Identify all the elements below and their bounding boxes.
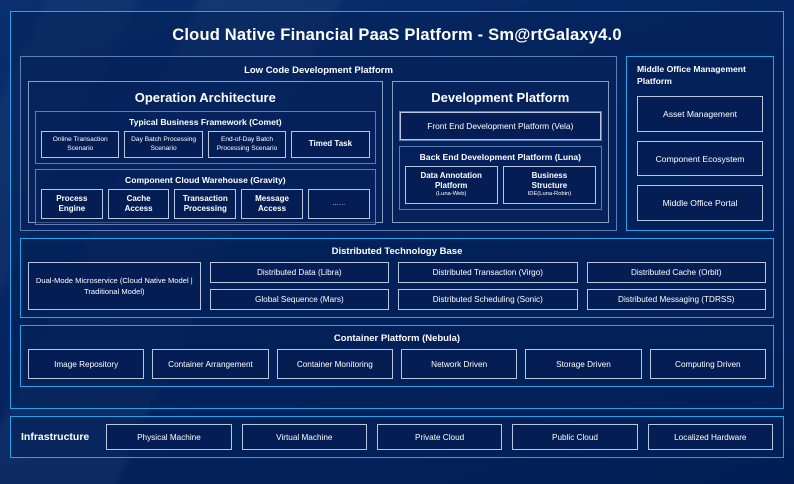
infrastructure-item-private-cloud[interactable]: Private Cloud [376,424,503,450]
infrastructure-item-localized-hardware[interactable]: Localized Hardware [647,424,773,450]
chip-business-structure-ide[interactable]: Business Structure IDE(Luna-Robin) [502,166,596,204]
container-item-storage-driven[interactable]: Storage Driven [525,349,642,379]
chip-transaction-processing[interactable]: Transaction Processing [174,189,237,220]
dtb-distributed-cache[interactable]: Distributed Cache (Orbit) [586,262,767,283]
component-cloud-warehouse-row: Process Engine Cache Access Transaction … [41,189,370,220]
dtb-distributed-data[interactable]: Distributed Data (Libra) [209,262,390,283]
chip-line2: Engine [58,204,86,214]
chip-line2: Structure [531,181,568,191]
chip-cache-access[interactable]: Cache Access [107,189,170,220]
chip-data-annotation-platform[interactable]: Data Annotation Platform (Luna-Web) [404,166,498,204]
chip-timed-task[interactable]: Timed Task [291,131,370,158]
front-end-development-platform-group: Front End Development Platform (Vela) [398,111,602,141]
middle-office-title: Middle Office Management Platform [637,64,746,86]
infrastructure-item-physical-machine[interactable]: Physical Machine [106,424,232,450]
infrastructure-label: Infrastructure [21,431,90,443]
chip-process-engine[interactable]: Process Engine [41,189,103,220]
back-end-development-platform-title: Back End Development Platform (Luna) [419,152,581,162]
container-item-image-repository[interactable]: Image Repository [28,349,145,379]
development-platform-title: Development Platform [431,90,570,105]
upper-region: Low Code Development Platform Operation … [20,56,774,231]
chip-line2: Processing [183,204,227,214]
chip-online-transaction-scenario[interactable]: Online Transaction Scenario [41,131,120,158]
infrastructure-item-public-cloud[interactable]: Public Cloud [512,424,638,450]
container-platform-title: Container Platform (Nebula) [333,333,461,344]
dtb-distributed-messaging[interactable]: Distributed Messaging (TDRSS) [586,289,767,310]
operation-architecture-card: Operation Architecture Typical Business … [28,81,383,226]
container-item-computing-driven[interactable]: Computing Driven [649,349,766,379]
container-platform-row: Image Repository Container Arrangement C… [28,349,766,379]
distributed-technology-base-panel: Distributed Technology Base Dual-Mode Mi… [20,238,774,318]
low-code-columns: Operation Architecture Typical Business … [28,81,609,226]
component-cloud-warehouse-title: Component Cloud Warehouse (Gravity) [125,175,286,185]
typical-business-framework-group: Typical Business Framework (Comet) Onlin… [35,111,376,164]
platform-frame: Cloud Native Financial PaaS Platform - S… [10,11,784,409]
infrastructure-item-virtual-machine[interactable]: Virtual Machine [241,424,367,450]
container-item-container-monitoring[interactable]: Container Monitoring [276,349,393,379]
development-platform-card: Development Platform Front End Developme… [391,81,609,223]
middle-office-item-middle-office-portal[interactable]: Middle Office Portal [637,185,763,222]
middle-office-management-platform-panel: Middle Office Management Platform Asset … [626,56,774,231]
container-item-network-driven[interactable]: Network Driven [400,349,518,379]
chip-more-ellipsis[interactable]: …… [307,189,370,220]
chip-line1: Timed Task [308,139,353,149]
component-cloud-warehouse-group: Component Cloud Warehouse (Gravity) Proc… [35,169,376,226]
chip-line1: End-of-Day Batch [220,136,274,144]
dtb-distributed-transaction[interactable]: Distributed Transaction (Virgo) [398,262,578,283]
chip-line1: Business [531,171,568,180]
infrastructure-items: Physical Machine Virtual Machine Private… [106,424,773,450]
chip-line2: Access [258,204,287,214]
dtb-column-2: Distributed Transaction (Virgo) Distribu… [398,262,578,310]
distributed-technology-base-title: Distributed Technology Base [331,246,463,257]
back-end-development-platform-row: Data Annotation Platform (Luna-Web) Busi… [404,166,596,204]
chip-line1: Day Batch Processing [131,136,197,144]
distributed-technology-base-grid: Dual-Mode Microservice (Cloud Native Mod… [28,262,767,310]
dtb-column-1: Distributed Data (Libra) Global Sequence… [209,262,390,310]
chip-line3: (Luna-Web) [435,191,467,198]
middle-office-item-component-ecosystem[interactable]: Component Ecosystem [637,140,763,177]
chip-line1: …… [332,200,346,208]
chip-line1: Transaction [182,194,228,203]
middle-office-item-asset-management[interactable]: Asset Management [637,96,763,132]
typical-business-framework-title: Typical Business Framework (Comet) [128,117,282,127]
dtb-global-sequence[interactable]: Global Sequence (Mars) [209,289,390,310]
chip-line2: Scenario [150,144,177,152]
low-code-development-platform-panel: Low Code Development Platform Operation … [20,56,617,231]
chip-end-of-day-batch-processing-scenario[interactable]: End-of-Day Batch Processing Scenario [207,131,287,158]
front-end-development-platform-box[interactable]: Front End Development Platform (Vela) [399,112,601,140]
chip-line3: IDE(Luna-Robin) [527,191,572,198]
chip-line1: Process [56,194,88,203]
back-end-development-platform-group: Back End Development Platform (Luna) Dat… [398,146,602,210]
container-item-container-arrangement[interactable]: Container Arrangement [152,349,269,379]
dtb-column-3: Distributed Cache (Orbit) Distributed Me… [586,262,767,310]
infrastructure-panel: Infrastructure Physical Machine Virtual … [10,416,784,458]
dtb-dual-mode-microservice[interactable]: Dual-Mode Microservice (Cloud Native Mod… [28,262,201,310]
container-platform-panel: Container Platform (Nebula) Image Reposi… [20,325,774,387]
operation-architecture-title: Operation Architecture [134,90,276,105]
chip-line2: Processing Scenario [216,144,278,152]
low-code-band-title: Low Code Development Platform [244,65,393,76]
chip-line1: Online Transaction [52,136,108,144]
page-title: Cloud Native Financial PaaS Platform - S… [172,26,622,44]
middle-office-items: Asset Management Component Ecosystem Mid… [637,96,763,222]
chip-line2: Access [124,204,153,214]
chip-day-batch-processing-scenario[interactable]: Day Batch Processing Scenario [124,131,203,158]
chip-message-access[interactable]: Message Access [241,189,303,220]
chip-line1: Message [255,194,289,203]
dtb-distributed-scheduling[interactable]: Distributed Scheduling (Sonic) [398,289,578,310]
chip-line2: Scenario [67,144,94,152]
chip-line2: Platform [434,181,468,191]
typical-business-framework-row: Online Transaction Scenario Day Batch Pr… [41,131,370,158]
chip-line1: Cache [126,194,151,203]
chip-line1: Data Annotation [420,171,482,180]
